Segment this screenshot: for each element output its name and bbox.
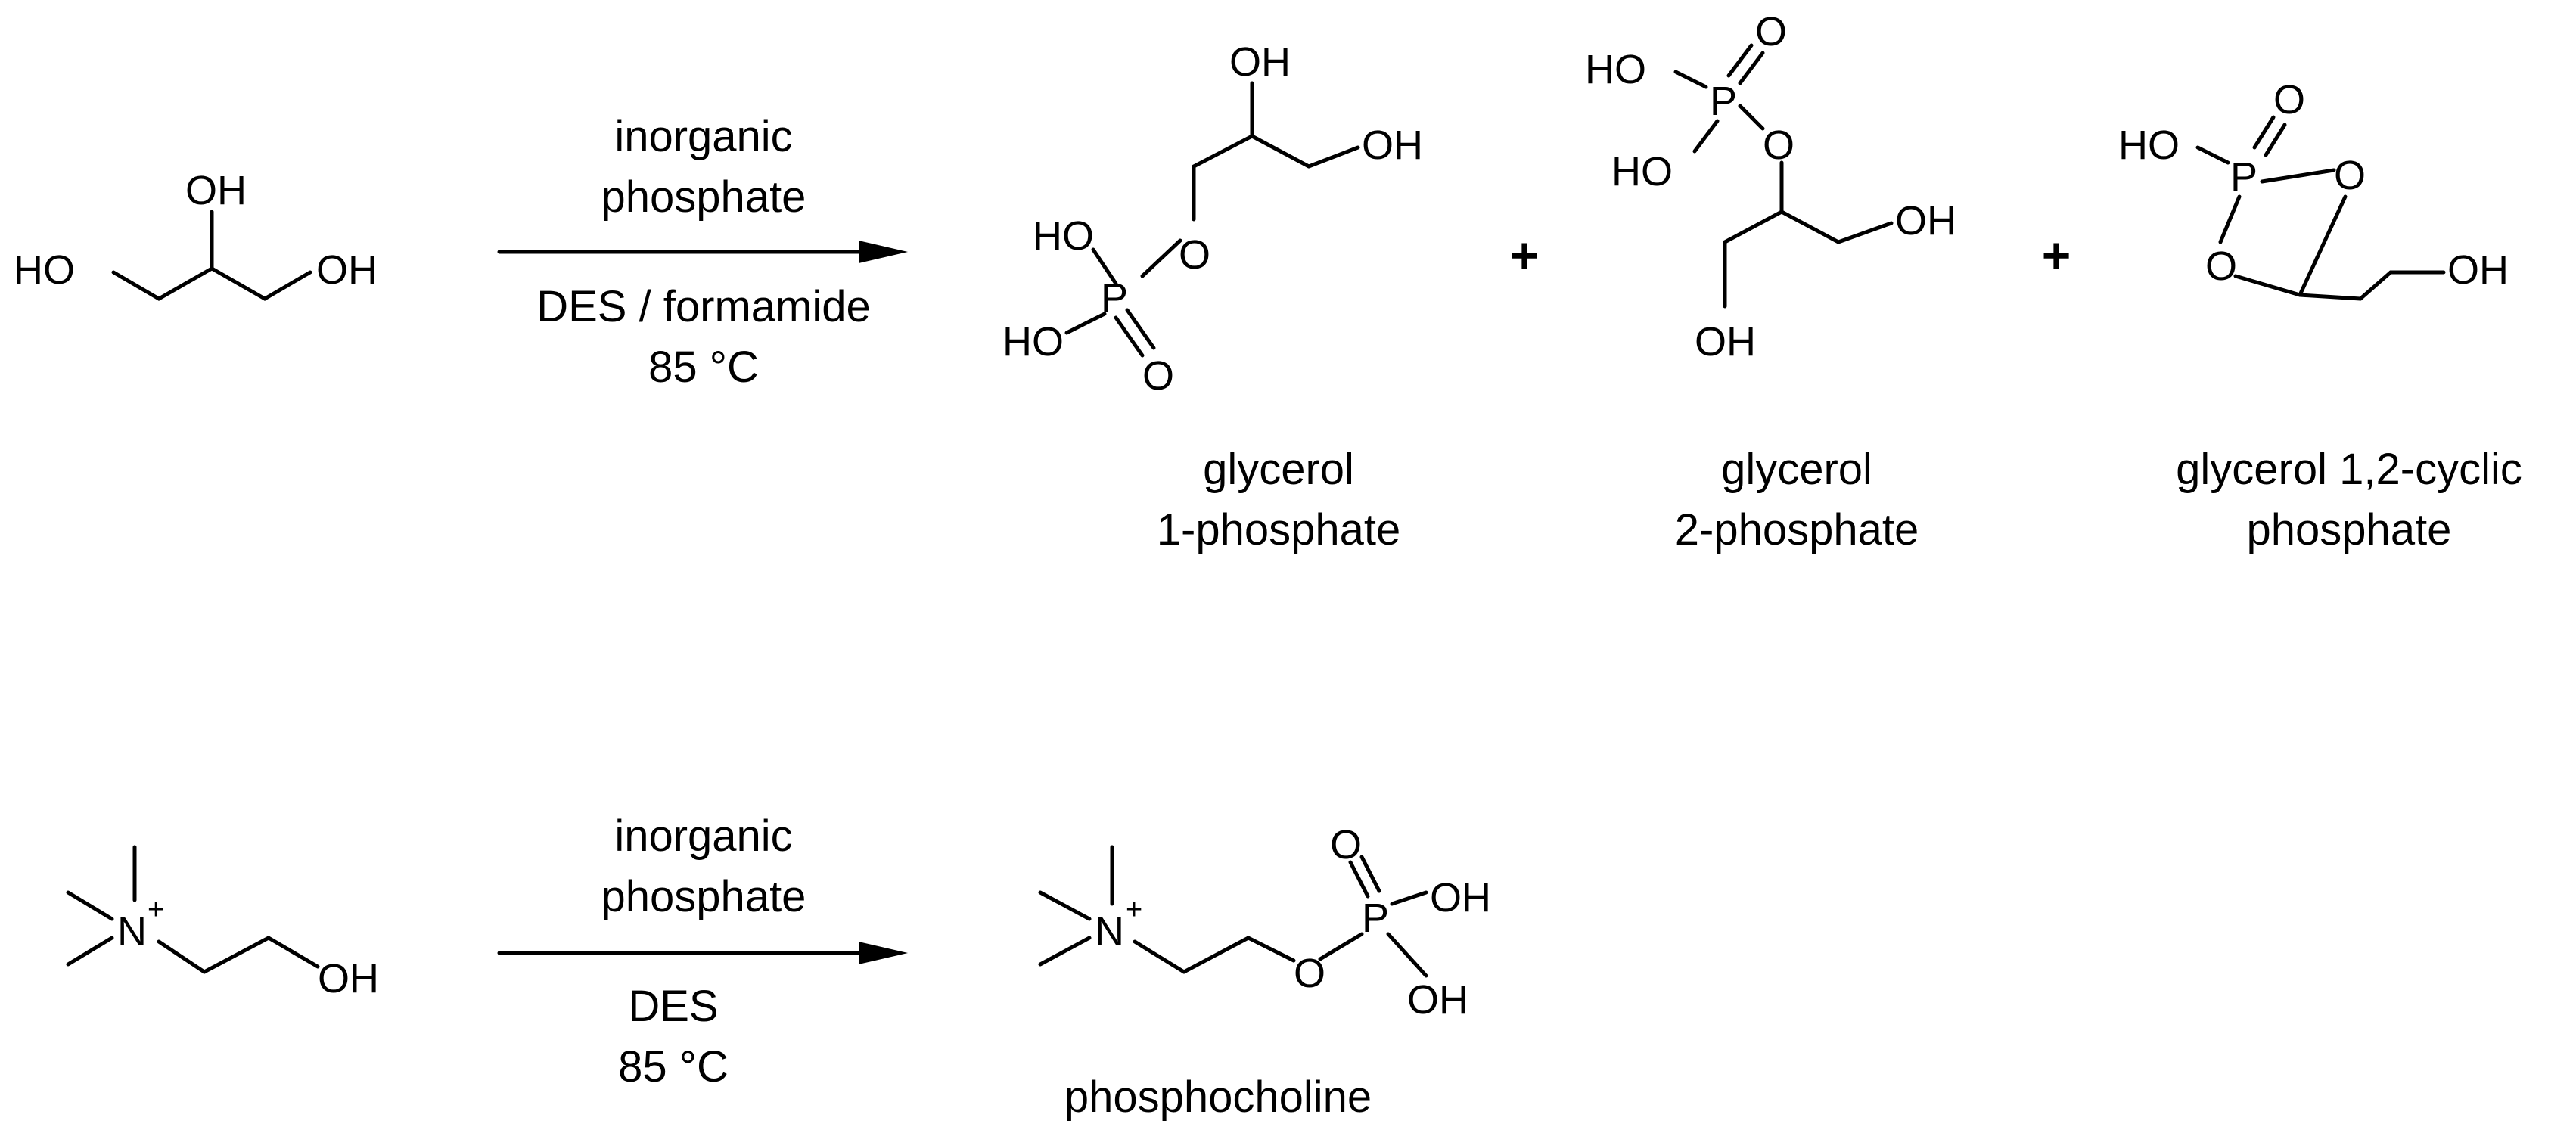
- condition-label: DES / formamide: [536, 282, 871, 331]
- condition-label: phosphate: [601, 872, 806, 921]
- atom-label-p: P: [1362, 896, 1389, 941]
- charge-label: +: [1126, 894, 1142, 926]
- condition-label: 85 °C: [618, 1042, 729, 1091]
- glycerol-cyclic-phosphate-structure: O HO P O O OH: [2118, 77, 2509, 301]
- atom-label-oh: OH: [1895, 198, 1956, 244]
- condition-label: inorganic: [614, 812, 792, 861]
- glycerol-1-phosphate-structure: OH OH O HO P HO O: [1002, 39, 1423, 399]
- atom-label-oh: OH: [1362, 123, 1423, 168]
- compound-name: phosphocholine: [1064, 1072, 1372, 1122]
- atom-label-o: O: [2334, 153, 2366, 198]
- compound-name: phosphate: [2247, 505, 2452, 554]
- atom-label-p: P: [1710, 79, 1737, 124]
- reaction-arrow: [497, 241, 908, 263]
- charge-label: +: [148, 894, 164, 926]
- atom-label-p: P: [2230, 154, 2257, 200]
- atom-label-ho: HO: [1585, 47, 1646, 92]
- atom-label-oh: OH: [185, 168, 247, 213]
- compound-name: 2-phosphate: [1675, 505, 1919, 554]
- glycerol-structure: OH HO OH: [14, 168, 378, 301]
- atom-label-o: O: [2273, 77, 2305, 123]
- reaction-1: OH HO OH inorganic phosphate DES / forma…: [14, 9, 2522, 554]
- atom-label-ho: HO: [2118, 123, 2180, 168]
- condition-label: inorganic: [614, 112, 792, 161]
- plus-sign: +: [1510, 227, 1540, 283]
- atom-label-o: O: [1294, 951, 1325, 996]
- atom-label-ho: HO: [14, 247, 75, 293]
- plus-sign: +: [2042, 227, 2071, 283]
- atom-label-o: O: [1763, 123, 1794, 168]
- atom-label-o: O: [1330, 822, 1362, 868]
- atom-label-oh: OH: [2447, 247, 2509, 293]
- atom-label-oh: OH: [1407, 977, 1468, 1023]
- condition-label: 85 °C: [648, 343, 759, 392]
- atom-label-ho: HO: [1611, 149, 1673, 194]
- atom-label-oh: OH: [1229, 39, 1291, 85]
- atom-label-oh: OH: [318, 956, 379, 1001]
- compound-name: glycerol: [1721, 445, 1872, 494]
- atom-label-n: N: [117, 909, 147, 955]
- condition-label: DES: [628, 982, 718, 1031]
- atom-label-oh: OH: [316, 247, 378, 293]
- atom-label-ho: HO: [1033, 213, 1094, 259]
- atom-label-oh: OH: [1430, 875, 1491, 920]
- reaction-2: N + OH inorganic phosphate DES 85 °C N: [66, 812, 1491, 1122]
- glycerol-2-phosphate-structure: O HO P O HO OH OH: [1585, 9, 1956, 365]
- atom-label-o: O: [1179, 232, 1210, 278]
- atom-label-p: P: [1101, 275, 1128, 321]
- compound-name: glycerol: [1203, 445, 1354, 494]
- atom-label-o: O: [1755, 9, 1787, 54]
- reaction-arrow: [497, 942, 908, 964]
- bond: [111, 266, 312, 301]
- atom-label-n: N: [1095, 909, 1124, 955]
- choline-structure: N + OH: [66, 845, 379, 1001]
- compound-name: 1-phosphate: [1157, 505, 1400, 554]
- atom-label-ho: HO: [1002, 319, 1064, 365]
- atom-label-oh: OH: [1695, 319, 1756, 365]
- compound-name: glycerol 1,2-cyclic: [2176, 445, 2522, 494]
- atom-label-o: O: [1142, 353, 1174, 399]
- atom-label-o: O: [2205, 244, 2237, 289]
- phosphocholine-structure: N + O P O OH OH: [1038, 822, 1491, 1023]
- condition-label: phosphate: [601, 172, 806, 222]
